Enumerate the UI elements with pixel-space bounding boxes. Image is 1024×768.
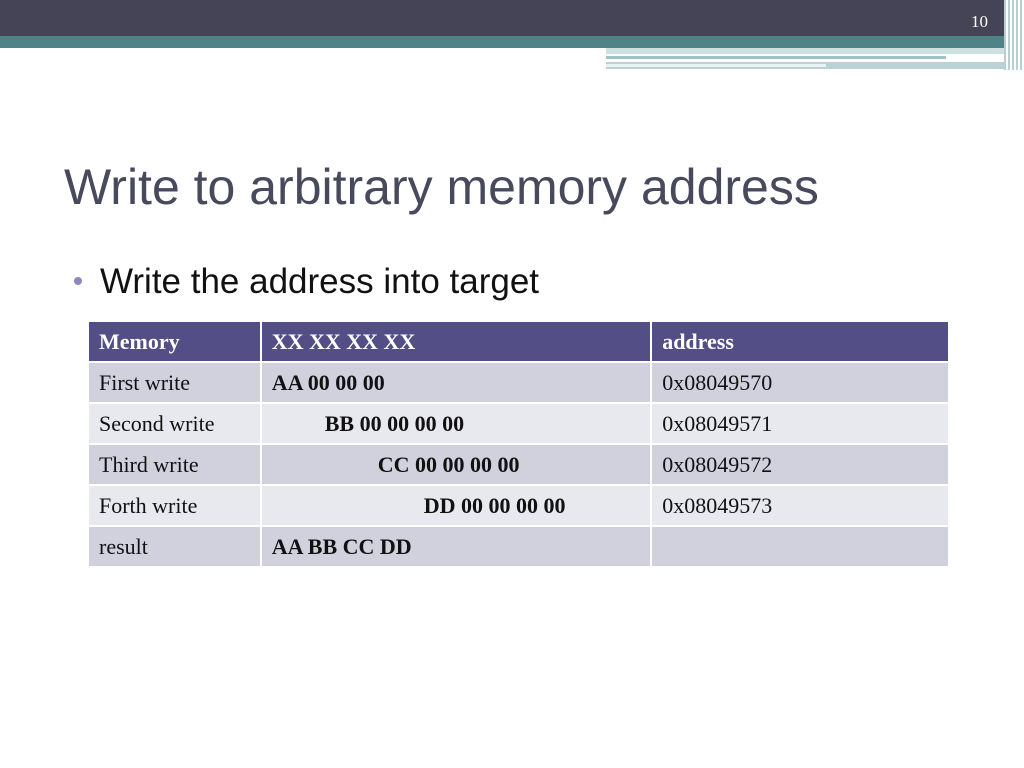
- table-row: Third write CC 00 00 00 00 0x08049572: [87, 443, 950, 486]
- cell-address: 0x08049573: [650, 484, 950, 527]
- table-header-row: Memory XX XX XX XX address: [87, 320, 950, 363]
- top-banner: [0, 0, 1024, 36]
- header-memory: Memory: [87, 320, 262, 363]
- bullet-text: Write the address into target: [100, 262, 540, 301]
- memory-write-table: Memory XX XX XX XX address First write A…: [87, 320, 950, 568]
- cell-value: DD 00 00 00 00: [259, 484, 653, 527]
- decorative-line: [606, 56, 946, 59]
- cell-value: CC 00 00 00 00: [259, 443, 653, 486]
- table-row: Forth write DD 00 00 00 00 0x08049573: [87, 484, 950, 527]
- bullet-dot-icon: [74, 276, 82, 285]
- header-address: address: [650, 320, 950, 363]
- cell-address: 0x08049572: [650, 443, 950, 486]
- bullet-item: Write the address into target: [74, 262, 539, 302]
- cell-address: [650, 525, 950, 568]
- cell-address: 0x08049570: [650, 361, 950, 404]
- table-row: First write AA 00 00 00 0x08049570: [87, 361, 950, 404]
- slide-title: Write to arbitrary memory address: [64, 159, 819, 215]
- cell-value: BB 00 00 00 00: [259, 402, 653, 445]
- cell-value: AA 00 00 00: [259, 361, 653, 404]
- cell-memory: Third write: [87, 443, 262, 486]
- cell-memory: First write: [87, 361, 262, 404]
- cell-memory: Second write: [87, 402, 262, 445]
- cell-memory: result: [87, 525, 262, 568]
- slide-number: 10: [971, 12, 988, 31]
- teal-accent-band: [0, 36, 1004, 48]
- cell-value: AA BB CC DD: [259, 525, 653, 568]
- decorative-line: [606, 48, 1004, 54]
- cell-address: 0x08049571: [650, 402, 950, 445]
- header-bytes: XX XX XX XX: [259, 320, 653, 363]
- table-row: result AA BB CC DD: [87, 525, 950, 568]
- decorative-line: [606, 64, 826, 67]
- table-row: Second write BB 00 00 00 00 0x08049571: [87, 402, 950, 445]
- cell-memory: Forth write: [87, 484, 262, 527]
- decorative-stripes: [1004, 0, 1024, 70]
